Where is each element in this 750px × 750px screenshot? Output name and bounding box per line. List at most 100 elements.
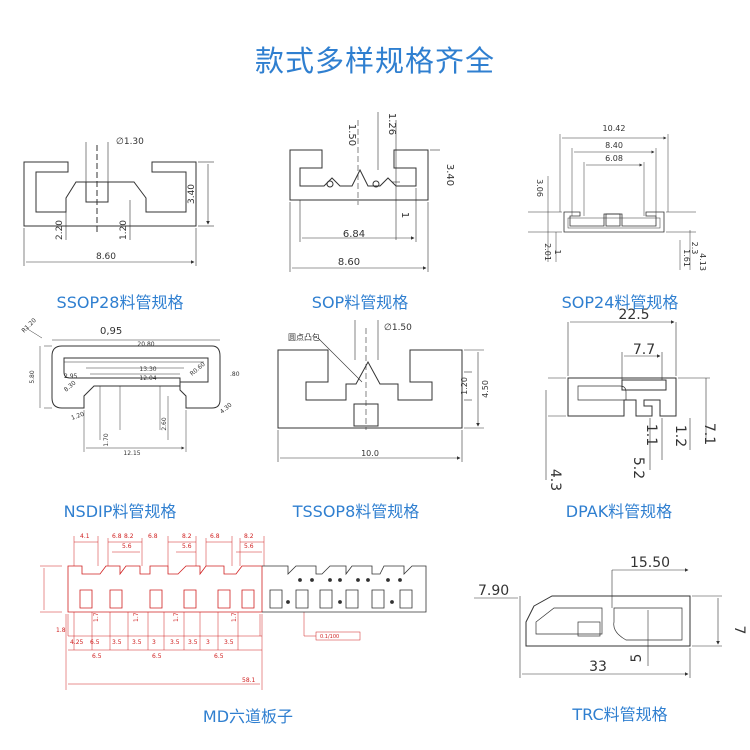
md-dim-c2: 8.2 [182,533,192,540]
md-dim-f4: 6.5 [214,653,224,660]
nsdip-dim-t: 1.20 [70,411,85,422]
tssop8-dim-h2: 4.50 [481,380,490,398]
md-dim-c3: 8.2 [244,533,254,540]
trc-dim-height: 7 [731,626,747,635]
nsdip-dim-h: 5.80 [29,370,36,384]
sop24-dim-top: 10.42 [603,124,626,133]
md-dim-e3: 1.7 [173,612,180,622]
md-drawing [40,536,427,690]
ssop28-drawing [23,142,214,266]
sop-dim-width: 8.60 [338,257,360,268]
caption-trc: TRC料管规格 [572,705,668,724]
dpak-dim-inner: 7.7 [633,342,655,358]
caption-sop: SOP料管规格 [311,293,409,312]
sop-dim-height: 3.40 [444,164,455,186]
dpak-drawing [545,320,710,480]
nsdip-dim-g: 4.30 [219,401,234,415]
tssop8-drawing [277,320,484,462]
sop24-dim-h2: 2.01 [543,243,552,261]
dpak-dim-b: 1.2 [672,425,688,447]
ssop28-dim-left: 2.20 [55,220,65,240]
tssop8-dim-width: 10.0 [361,449,379,458]
md-dim-f1: 6.5 [90,639,100,646]
nsdip-dim-r: R1.20 [20,317,37,334]
dpak-dim-d: 5.2 [630,457,646,479]
dpak-dim-c: 7.1 [701,423,717,445]
sop-dim-inner: 6.84 [343,229,365,240]
md-dim-f3: 6.5 [152,653,162,660]
caption-nsdip: NSDIP料管规格 [63,502,177,521]
trc-dim-bottom: 33 [589,659,607,675]
caption-ssop28: SSOP28料管规格 [56,293,184,312]
md-dim-g1: 3.5 [112,639,122,646]
sop-dim-a: 1.50 [346,124,357,146]
md-dim-a: 4.1 [80,533,90,540]
sop24-dim-h3: 1 [553,249,562,254]
sop24-dim-r2: 2.3 [690,242,699,255]
sop24-drawing [528,134,696,270]
dpak-dim-e: 4.3 [547,469,563,491]
md-dim-total: 58.1 [242,677,256,684]
nsdip-dim-d: 2.60 [161,417,168,431]
nsdip-dim-c: 1.70 [103,433,110,447]
md-dim-d2: 5.6 [182,543,192,550]
md-dim-m: 1.8 [56,627,66,634]
nsdip-dim-a: 2.95 [64,373,78,380]
md-dim-b2: 6.8 [148,533,158,540]
md-dim-c1: 8.2 [124,533,134,540]
ssop28-dim-width: 8.60 [96,252,116,262]
md-dim-g5: 3.5 [224,639,234,646]
md-dim-e4: 1.7 [231,612,238,622]
sop-dim-one: 1 [399,212,410,218]
md-dim-d1: 5.6 [122,543,132,550]
sop24-dim-r3: 4.13 [698,253,707,271]
sop-drawing [289,112,440,272]
trc-dim-five: 5 [629,654,645,663]
md-dim-e1: 1.7 [93,612,100,622]
md-dim-g3: 3.5 [170,639,180,646]
md-dim-note: 0.1/100 [320,634,339,640]
caption-sop24: SOP24料管规格 [561,293,679,312]
ssop28-dim-mid: 1.20 [119,220,129,240]
ssop28-dim-hole: ∅1.30 [116,137,144,147]
nsdip-dim-e: 12.15 [123,450,140,457]
dpak-dim-width: 22.5 [618,307,649,323]
dpak-dim-a: 1.1 [643,424,659,446]
sop24-dim-h1: 3.06 [535,179,544,197]
md-dim-e2: 1.7 [133,612,140,622]
nsdip-drawing [25,327,221,452]
md-dim-b3: 6.8 [210,533,220,540]
tssop8-dim-h1: 1.20 [460,377,469,395]
ssop28-dim-height: 3.40 [187,184,197,204]
md-dim-h1: 3 [152,639,156,646]
nsdip-dim-thick: 0,95 [100,326,122,337]
sop-dim-b: 1.26 [386,113,397,135]
caption-dpak: DPAK料管规格 [565,502,673,521]
md-dim-b1: 6.8 [112,533,122,540]
trc-drawing [474,568,722,678]
nsdip-dim-b: 8.30 [63,379,78,393]
tssop8-dim-bump: 圆点凸包 [288,332,320,342]
md-dim-g2: 3.5 [132,639,142,646]
sop24-dim-mid: 8.40 [605,141,623,150]
md-dim-h2: 3 [206,639,210,646]
nsdip-dim-f: .80 [230,371,240,378]
md-dim-d3: 5.6 [244,543,254,550]
nsdip-dim-s: R0.60 [189,361,207,378]
sop24-dim-inner: 6.08 [605,154,623,163]
tssop8-dim-hole: ∅1.50 [384,323,412,333]
caption-md: MD六道板子 [202,707,294,726]
md-dim-f2: 6.5 [92,653,102,660]
caption-tssop8: TSSOP8料管规格 [292,502,420,521]
md-dim-k: 4.25 [70,639,84,646]
md-dim-g4: 3.5 [188,639,198,646]
page-title: 款式多样规格齐全 [254,44,495,78]
nsdip-dim-w2: 13.30 [139,366,156,373]
md-dim-labels: 4.1 6.8 8.2 6.8 8.2 6.8 8.2 5.6 5.6 5.6 … [56,533,339,684]
nsdip-dim-w1: 20.80 [137,341,154,348]
nsdip-dim-w3: 12.04 [139,375,156,382]
sop24-dim-r1: 1.61 [682,249,691,267]
trc-dim-left: 7.90 [478,583,509,599]
